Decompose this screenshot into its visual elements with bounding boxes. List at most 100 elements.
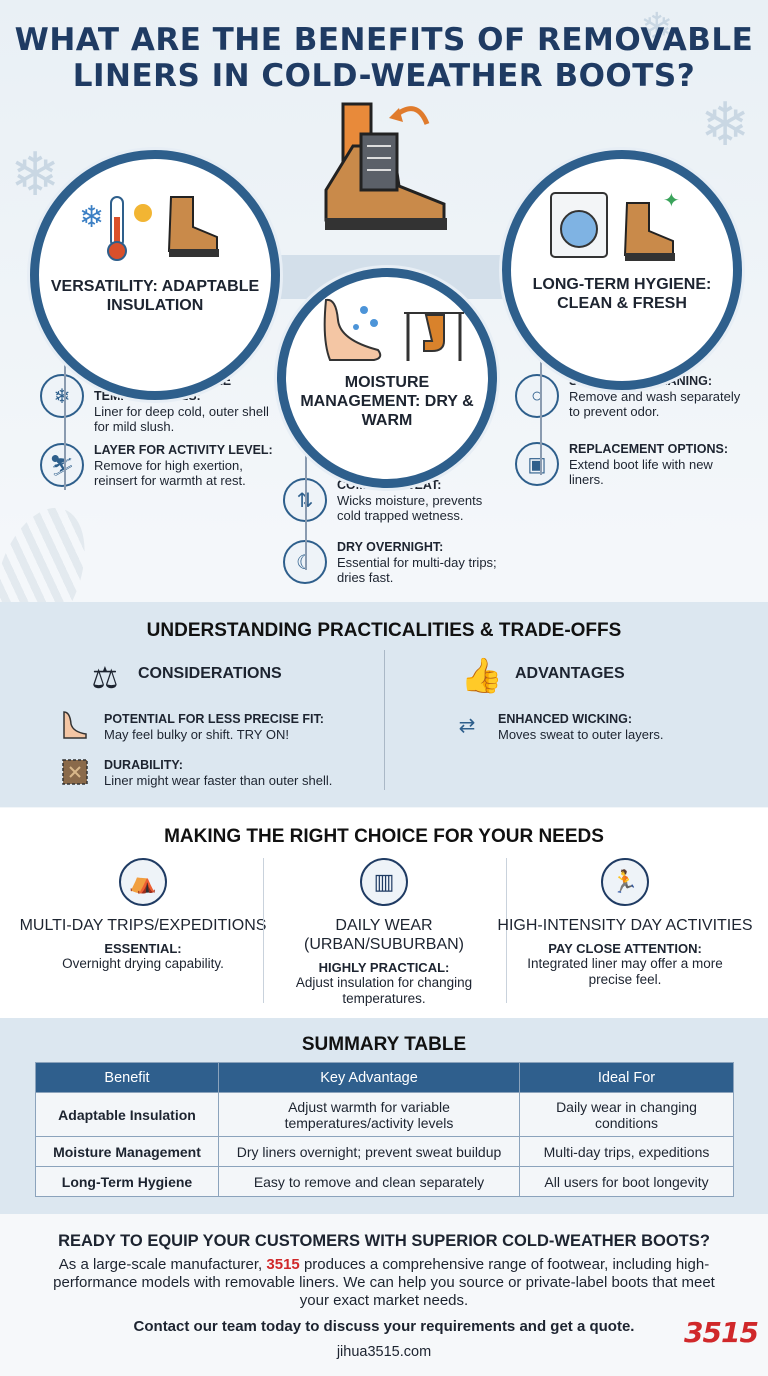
foot-sweat-drying-sock-icon — [323, 298, 464, 361]
choice-column-high-intensity: 🏃 HIGH-INTENSITY DAY ACTIVITIES PAY CLOS… — [497, 858, 753, 988]
cta-body: As a large-scale manufacturer, 3515 prod… — [40, 1256, 728, 1310]
list-item: DURABILITY: Liner might wear faster than… — [104, 758, 394, 788]
table-header: Ideal For — [519, 1062, 734, 1093]
table-row: Long-Term Hygiene Easy to remove and cle… — [35, 1166, 734, 1197]
practicalities-section: UNDERSTANDING PRACTICALITIES & TRADE-OFF… — [0, 602, 768, 807]
cleaning-bubbles-icon: ○ — [515, 374, 559, 418]
connector-line — [64, 330, 66, 490]
table-cell: Multi-day trips, expeditions — [519, 1136, 734, 1167]
cta-body-text: As a large-scale manufacturer, — [58, 1256, 267, 1273]
divider — [384, 650, 385, 790]
benefit-title-versatility: VERSATILITY: ADAPTABLE INSULATION — [50, 278, 260, 314]
benefit-title-hygiene: LONG-TERM HYGIENE: CLEAN & FRESH — [532, 276, 712, 312]
item-text: Liner for deep cold, outer shell for mil… — [94, 404, 269, 434]
column-desc: Overnight drying capability. — [62, 956, 224, 971]
footer-cta: READY TO EQUIP YOUR CUSTOMERS WITH SUPER… — [0, 1214, 768, 1376]
wicking-arrows-icon: ⇄ — [458, 714, 476, 737]
column-desc: Adjust insulation for changing temperatu… — [295, 975, 473, 1006]
choice-section: MAKING THE RIGHT CHOICE FOR YOUR NEEDS ⛺… — [0, 808, 768, 1018]
foot-fit-icon — [60, 710, 90, 740]
benefit-circle-moisture: MOISTURE MANAGEMENT: DRY & WARM — [277, 268, 497, 488]
column-desc: Integrated liner may offer a more precis… — [527, 956, 723, 987]
column-title: MULTI-DAY TRIPS/EXPEDITIONS — [19, 917, 267, 934]
item-text: Remove for high exertion, reinsert for w… — [94, 458, 246, 488]
snow-thermometer-icon: ❄ — [40, 374, 84, 418]
section-title: UNDERSTANDING PRACTICALITIES & TRADE-OFF… — [146, 620, 622, 641]
list-item: ⛷ LAYER FOR ACTIVITY LEVEL: Remove for h… — [40, 443, 280, 488]
choice-column-multi-day: ⛺ MULTI-DAY TRIPS/EXPEDITIONS ESSENTIAL:… — [15, 858, 271, 972]
item-text: Moves sweat to outer layers. — [498, 727, 664, 742]
box-liner-icon: ▣ — [515, 442, 559, 486]
column-sub: HIGHLY PRACTICAL: — [318, 960, 450, 975]
column-sub: PAY CLOSE ATTENTION: — [548, 941, 702, 956]
item-heading: LAYER FOR ACTIVITY LEVEL: — [94, 443, 273, 457]
section-title: SUMMARY TABLE — [301, 1034, 467, 1055]
worn-fabric-icon — [60, 757, 90, 787]
brand-logo: 3515 — [684, 1316, 759, 1349]
table-header: Benefit — [35, 1062, 219, 1093]
column-sub: ESSENTIAL: — [104, 941, 182, 956]
item-text: Wicks moisture, prevents cold trapped we… — [337, 493, 483, 523]
benefit-circle-versatility: ❄ VERSATILITY: ADAPTABLE INSULATION — [30, 150, 280, 400]
scales-icon: ⚖ — [91, 661, 119, 695]
thumbs-up-icon: 👍 — [460, 657, 504, 695]
table-cell: All users for boot longevity — [519, 1166, 734, 1197]
advantages-heading: ADVANTAGES — [515, 665, 625, 682]
divider — [506, 858, 507, 1003]
table-row: Adaptable Insulation Adjust warmth for v… — [35, 1092, 734, 1137]
table-header: Key Advantage — [218, 1062, 520, 1093]
washing-machine-boot-icon: ✦ — [550, 190, 680, 261]
table-header-row: Benefit Key Advantage Ideal For — [35, 1062, 734, 1093]
runner-stopwatch-icon: 🏃 — [601, 858, 649, 906]
svg-text:❄: ❄ — [79, 201, 104, 234]
list-item: POTENTIAL FOR LESS PRECISE FIT: May feel… — [104, 712, 384, 742]
brand-name: 3515 — [266, 1256, 300, 1273]
cta-title: READY TO EQUIP YOUR CUSTOMERS WITH SUPER… — [58, 1232, 710, 1250]
benefit-circle-hygiene: ✦ LONG-TERM HYGIENE: CLEAN & FRESH — [502, 150, 742, 390]
column-title: DAILY WEAR (URBAN/SUBURBAN) — [303, 917, 464, 953]
snowflake-icon: ❄ — [640, 6, 674, 50]
item-text: Essential for multi-day trips; dries fas… — [337, 555, 497, 585]
item-text: Remove and wash separately to prevent od… — [569, 389, 741, 419]
table-cell: Daily wear in changing conditions — [519, 1092, 734, 1137]
boot-with-liner-icon — [324, 102, 447, 230]
item-heading: POTENTIAL FOR LESS PRECISE FIT: — [104, 712, 324, 726]
summary-table: Benefit Key Advantage Ideal For Adaptabl… — [35, 1062, 734, 1197]
item-text: Extend boot life with new liners. — [569, 457, 713, 487]
item-heading: ENHANCED WICKING: — [498, 712, 633, 726]
website-link[interactable]: jihua3515.com — [336, 1344, 432, 1360]
table-cell: Adaptable Insulation — [35, 1092, 219, 1137]
benefit-title-moisture: MOISTURE MANAGEMENT: DRY & WARM — [300, 374, 474, 429]
table-cell: Easy to remove and clean separately — [218, 1166, 520, 1197]
column-title: HIGH-INTENSITY DAY ACTIVITIES — [497, 917, 753, 934]
list-item: ENHANCED WICKING: Moves sweat to outer l… — [498, 712, 748, 742]
item-heading: DURABILITY: — [104, 758, 183, 772]
page-title: WHAT ARE THE BENEFITS OF REMOVABLE LINER… — [14, 22, 754, 94]
choice-column-daily-wear: ▥ DAILY WEAR (URBAN/SUBURBAN) HIGHLY PRA… — [256, 858, 512, 1007]
table-row: Moisture Management Dry liners overnight… — [35, 1136, 734, 1167]
svg-text:✦: ✦ — [663, 190, 680, 212]
thermometer-snowflake-sun-icon: ❄ — [79, 196, 219, 261]
skier-icon: ⛷ — [40, 443, 84, 487]
cta-contact: Contact our team today to discuss your r… — [133, 1318, 635, 1335]
table-cell: Long-Term Hygiene — [35, 1166, 219, 1197]
snowflake-icon: ❄ — [700, 91, 751, 158]
tent-target-icon: ⛺ — [119, 858, 167, 906]
list-item: ☾ DRY OVERNIGHT: Essential for multi-day… — [283, 540, 513, 585]
connector-line — [540, 325, 542, 475]
table-cell: Moisture Management — [35, 1136, 219, 1167]
summary-section: SUMMARY TABLE Benefit Key Advantage Idea… — [0, 1018, 768, 1214]
considerations-heading: CONSIDERATIONS — [138, 665, 282, 682]
section-title: MAKING THE RIGHT CHOICE FOR YOUR NEEDS — [164, 826, 604, 847]
city-target-icon: ▥ — [360, 858, 408, 906]
item-heading: REPLACEMENT OPTIONS: — [569, 442, 729, 456]
item-heading: DRY OVERNIGHT: — [337, 540, 444, 554]
divider — [263, 858, 264, 1003]
connector-line — [305, 430, 307, 570]
table-cell: Dry liners overnight; prevent sweat buil… — [218, 1136, 520, 1167]
item-text: Liner might wear faster than outer shell… — [104, 773, 333, 788]
snowflake-icon: ❄ — [10, 141, 61, 208]
item-text: May feel bulky or shift. TRY ON! — [104, 727, 289, 742]
table-cell: Adjust warmth for variable temperatures/… — [218, 1092, 520, 1137]
cta-body-text: produces a comprehensive range of footwe… — [53, 1256, 715, 1309]
